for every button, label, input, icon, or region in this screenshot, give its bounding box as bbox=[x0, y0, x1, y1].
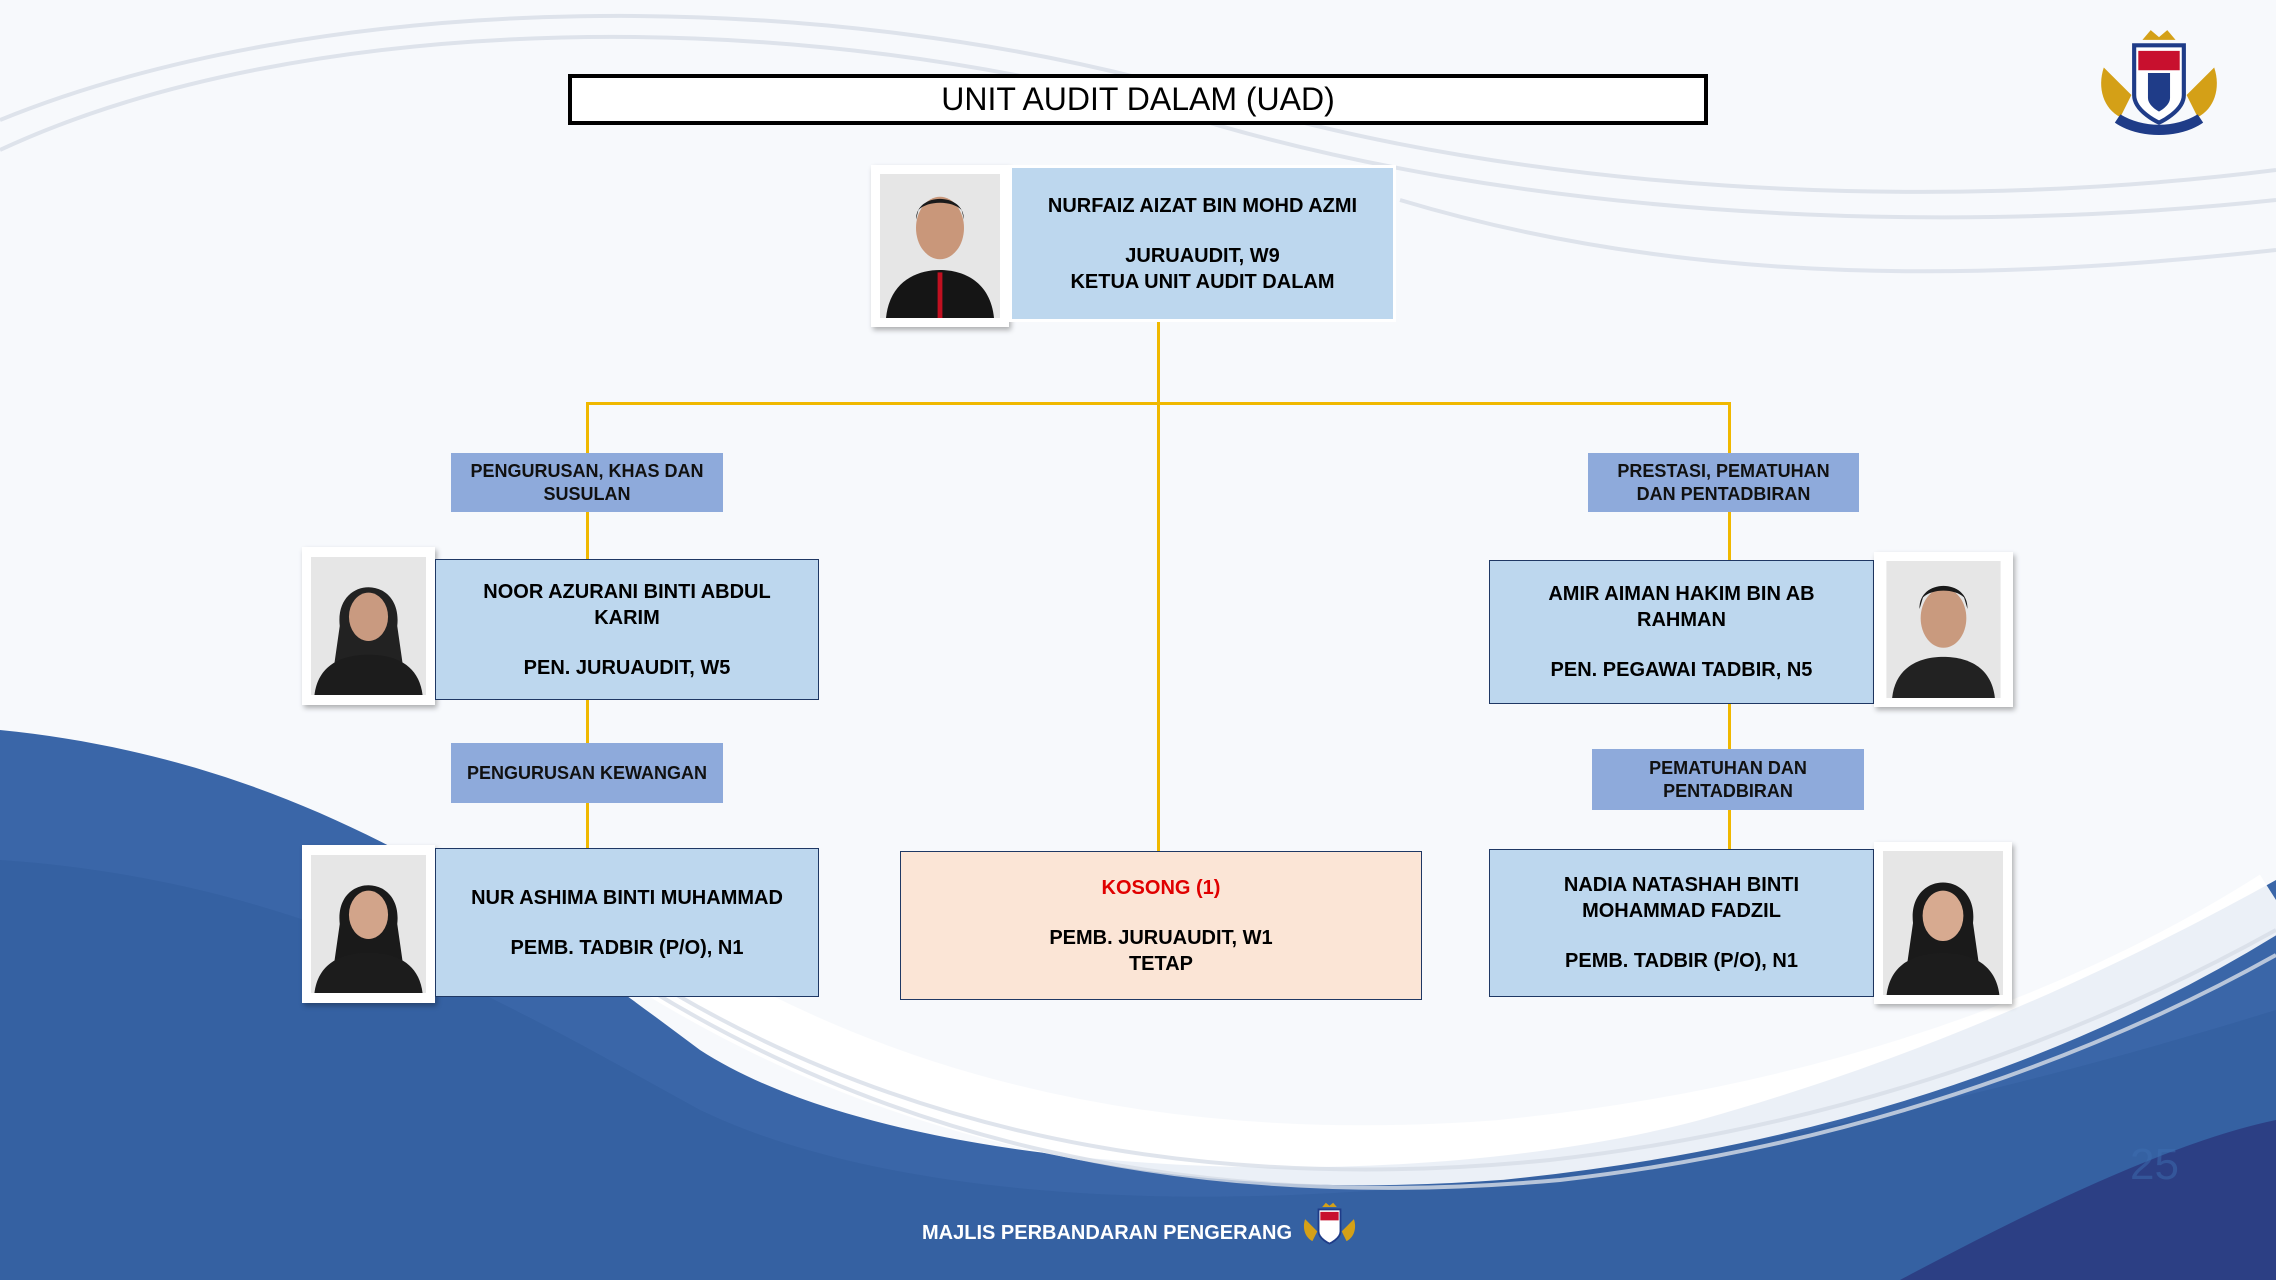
section-label-left-1: PENGURUSAN, KHAS DAN SUSULAN bbox=[451, 453, 723, 512]
footer-crest-icon bbox=[1303, 1202, 1356, 1245]
photo-right-2 bbox=[1874, 842, 2012, 1004]
connector-trunk bbox=[1157, 322, 1160, 851]
person-name: AMIR AIMAN HAKIM BIN AB RAHMAN bbox=[1548, 583, 1815, 631]
person-female-icon bbox=[311, 855, 426, 993]
connector-horizontal bbox=[586, 402, 1731, 405]
head-name: NURFAIZ AIZAT BIN MOHD AZMI bbox=[1047, 194, 1358, 217]
photo-left-1 bbox=[302, 547, 435, 705]
head-card: NURFAIZ AIZAT BIN MOHD AZMI JURUAUDIT, W… bbox=[1009, 165, 1396, 322]
person-grade: PEMB. TADBIR (P/O), N1 bbox=[1565, 950, 1798, 972]
vacant-status: KOSONG (1) bbox=[1101, 876, 1221, 899]
person-female-icon bbox=[311, 557, 426, 695]
card-left-2: NUR ASHIMA BINTI MUHAMMAD PEMB. TADBIR (… bbox=[435, 848, 819, 997]
vacant-grade: PEMB. JURUAUDIT, W1 bbox=[1049, 926, 1273, 949]
person-male-icon bbox=[880, 174, 1000, 318]
card-right-2: NADIA NATASHAH BINTI MOHAMMAD FADZIL PEM… bbox=[1489, 849, 1874, 997]
photo-right-1 bbox=[1874, 552, 2013, 707]
person-male-icon bbox=[1886, 561, 2001, 698]
person-grade: PEMB. TADBIR (P/O), N1 bbox=[510, 936, 744, 959]
person-name: NADIA NATASHAH BINTI MOHAMMAD FADZIL bbox=[1563, 874, 1800, 922]
photo-head bbox=[871, 165, 1009, 327]
card-right-1: AMIR AIMAN HAKIM BIN AB RAHMAN PEN. PEGA… bbox=[1489, 560, 1874, 704]
section-label-right-2: PEMATUHAN DAN PENTADBIRAN bbox=[1592, 749, 1864, 810]
card-vacant: KOSONG (1) PEMB. JURUAUDIT, W1 TETAP bbox=[900, 851, 1422, 1000]
person-female-icon bbox=[1883, 851, 2003, 995]
photo-left-2 bbox=[302, 845, 435, 1003]
page-title: UNIT AUDIT DALAM (UAD) bbox=[568, 74, 1708, 125]
section-label-left-2: PENGURUSAN KEWANGAN bbox=[451, 743, 723, 803]
crest-logo-icon bbox=[2101, 30, 2217, 136]
person-grade: PEN. PEGAWAI TADBIR, N5 bbox=[1550, 659, 1813, 681]
card-left-1: NOOR AZURANI BINTI ABDUL KARIM PEN. JURU… bbox=[435, 559, 819, 700]
page-number: 25 bbox=[2130, 1140, 2179, 1189]
person-name: NUR ASHIMA BINTI MUHAMMAD bbox=[471, 886, 783, 909]
head-grade: JURUAUDIT, W9 bbox=[1125, 244, 1280, 267]
section-label-right-1: PRESTASI, PEMATUHAN DAN PENTADBIRAN bbox=[1588, 453, 1859, 512]
person-name: NOOR AZURANI BINTI ABDUL KARIM bbox=[483, 580, 771, 629]
head-role: KETUA UNIT AUDIT DALAM bbox=[1070, 270, 1335, 293]
person-grade: PEN. JURUAUDIT, W5 bbox=[523, 656, 731, 679]
vacant-type: TETAP bbox=[1128, 952, 1194, 975]
footer-org-name: MAJLIS PERBANDARAN PENGERANG bbox=[922, 1222, 1293, 1244]
